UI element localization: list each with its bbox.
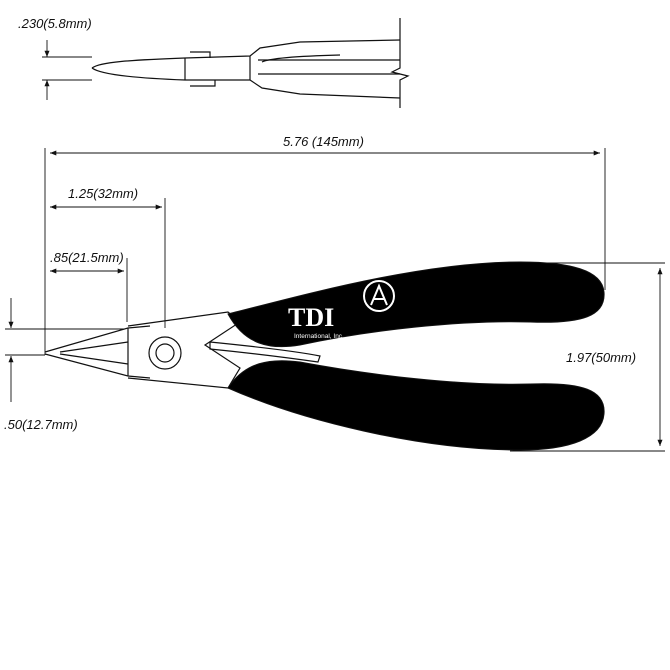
side-view: .230(5.8mm) xyxy=(18,16,410,108)
side-profile-bottom xyxy=(91,67,401,99)
side-handle-lines xyxy=(249,56,400,80)
logo-subtitle-text: International, Inc. xyxy=(294,333,344,340)
dimension-tip-width: .50(12.7mm) xyxy=(4,417,78,432)
logo-brand-text: TDI xyxy=(288,303,334,332)
dimension-lines: 5.76 (145mm) 1.25(32mm) .85(21.5mm) 1.97… xyxy=(4,134,665,452)
side-spring xyxy=(261,54,341,63)
dimension-cutting-length: .85(21.5mm) xyxy=(50,250,124,265)
dimension-jaw-length: 1.25(32mm) xyxy=(68,186,138,201)
tdi-logo: TDI International, Inc. xyxy=(288,280,395,340)
upper-handle xyxy=(227,261,605,348)
side-pivot xyxy=(184,51,216,87)
dimension-overall-length: 5.76 (145mm) xyxy=(283,134,364,149)
pliers-top-view: TDI International, Inc. xyxy=(44,261,605,451)
pivot-outer xyxy=(148,336,182,370)
spring xyxy=(209,341,321,363)
dimension-jaw-thickness: .230(5.8mm) xyxy=(18,16,92,31)
logo-triangle-icon xyxy=(370,283,388,306)
lower-jaw xyxy=(44,353,151,379)
lower-handle xyxy=(227,360,605,451)
upper-jaw xyxy=(44,325,151,353)
side-break-line xyxy=(390,18,410,108)
logo-emblem-icon xyxy=(363,280,395,312)
jaw-edges xyxy=(59,341,129,365)
dimension-handle-span: 1.97(50mm) xyxy=(566,350,636,365)
pivot-screw xyxy=(155,343,175,363)
side-profile-top xyxy=(91,39,401,69)
